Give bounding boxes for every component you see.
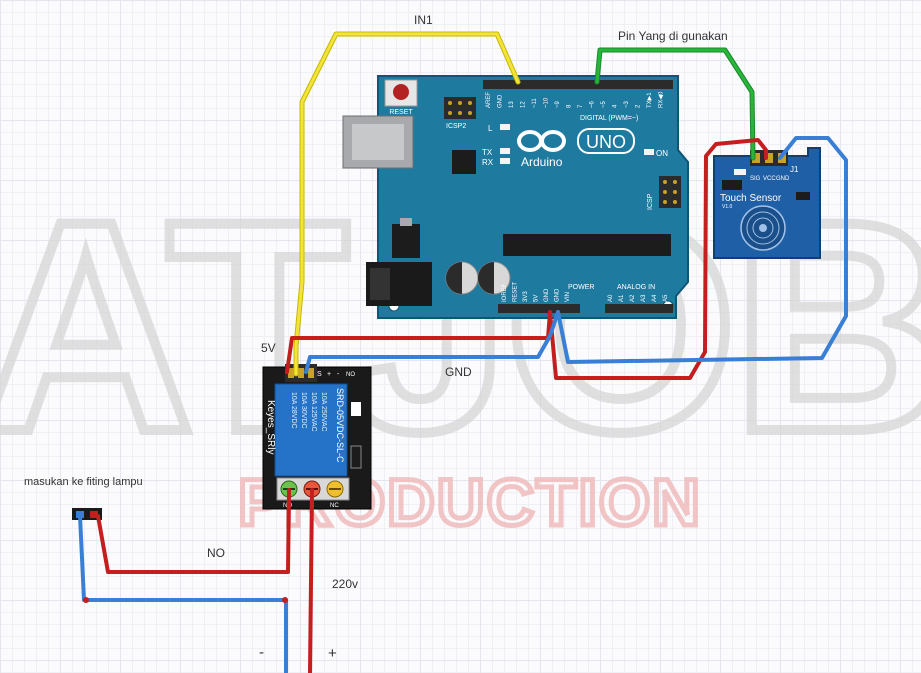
- digital-label: DIGITAL (PWM=~): [580, 115, 638, 122]
- touch-pad[interactable]: [740, 205, 786, 251]
- arduino-logo: Arduino UNO: [517, 128, 635, 169]
- digital-pin-label-0: AREF: [486, 92, 492, 108]
- sensor-version-label: V1.0: [722, 204, 733, 210]
- analog-pin-label-0: A0: [608, 294, 614, 302]
- digital-pin-label-15: RX◀0: [659, 91, 665, 108]
- label-5v: 5V: [261, 341, 276, 355]
- label-in1: IN1: [414, 13, 433, 27]
- digital-pin-label-1: GND: [498, 94, 504, 108]
- digital-pin-label-5: ~10: [544, 97, 550, 108]
- analog-pin-labels: A0 A1 A2 A3 A4 A5: [608, 294, 669, 302]
- relay-module[interactable]: SRD-05VDC-SL-C 10A 250VAC 10A 125VAC 10A…: [262, 364, 372, 510]
- label-pin-used: Pin Yang di gunakan: [618, 29, 728, 43]
- digital-pin-label-13: 2: [636, 104, 642, 108]
- relay-pin-s: S: [317, 371, 322, 378]
- power-pin-label-5: GND: [555, 288, 561, 302]
- relay-no-top: NO: [346, 372, 355, 378]
- wire-neutral-blue[interactable]: [78, 514, 288, 673]
- wire-5v-red[interactable]: [285, 310, 552, 374]
- digital-pin-labels: AREF GND 13 12 ~11 ~10 ~9 8 7 ~6 ~5 4 ~3 2 TX▶1 RX◀0: [486, 91, 665, 108]
- relay-spec-3: 10A 30VDC: [300, 392, 307, 429]
- analog-pin-label-4: A4: [652, 294, 658, 302]
- wire-vcc-red[interactable]: [548, 138, 768, 380]
- brand-label: Arduino: [521, 155, 563, 169]
- power-label: POWER: [568, 284, 594, 291]
- digital-pin-label-14: TX▶1: [647, 92, 653, 108]
- led-l-label: L: [488, 124, 493, 133]
- sensor-title: Touch Sensor: [720, 193, 782, 204]
- power-pin-label-1: RESET: [513, 282, 519, 302]
- on-label: ON: [656, 149, 668, 158]
- relay-terminal-nc: NC: [330, 503, 339, 509]
- digital-pin-label-12: ~3: [624, 100, 630, 108]
- led-tx-label: TX: [482, 148, 493, 157]
- digital-pin-label-7: 8: [567, 104, 573, 108]
- sensor-j1-label: J1: [790, 165, 799, 174]
- power-pin-label-3: 5V: [534, 295, 540, 302]
- icsp-label: ICSP: [647, 193, 654, 210]
- analog-label: ANALOG IN: [617, 284, 655, 291]
- relay-brand: Keyes_SRly: [265, 400, 276, 454]
- label-lamp: masukan ke fiting lampu: [24, 476, 143, 488]
- digital-pin-label-2: 13: [509, 101, 515, 108]
- power-pin-label-0: IOREF: [502, 283, 508, 302]
- touch-sensor-module[interactable]: SIG VCC GND J1 V1.0 Touch Sensor: [713, 147, 821, 259]
- digital-pin-label-10: ~5: [601, 100, 607, 108]
- digital-pin-label-9: ~6: [590, 100, 596, 108]
- relay-spec-1: 10A 250VAC: [320, 392, 327, 432]
- analog-header[interactable]: [605, 304, 673, 313]
- analog-pin-label-2: A2: [630, 294, 636, 302]
- power-pin-label-4: GND: [544, 288, 550, 302]
- wire-live-red[interactable]: [308, 488, 314, 673]
- digital-pin-label-3: 12: [521, 101, 527, 108]
- led-rx-label: RX: [482, 158, 494, 167]
- label-plus: +: [328, 645, 337, 662]
- relay-model: SRD-05VDC-SL-C: [335, 388, 345, 463]
- digital-pin-label-6: ~9: [555, 100, 561, 108]
- analog-pin-label-1: A1: [619, 294, 625, 302]
- digital-header[interactable]: [483, 80, 673, 89]
- sensor-pin-sig: SIG: [750, 176, 761, 182]
- relay-spec-4: 10A 28VDC: [290, 392, 297, 429]
- analog-pin-label-3: A3: [641, 294, 647, 302]
- power-pin-label-6: VIN: [565, 292, 571, 302]
- model-label: UNO: [586, 132, 626, 152]
- relay-pin-minus: -: [337, 371, 340, 378]
- analog-pin-label-5: A5: [663, 294, 669, 302]
- power-header[interactable]: [498, 304, 580, 313]
- power-pin-labels: IOREF RESET 3V3 5V GND GND VIN: [502, 282, 571, 302]
- relay-pin-plus: +: [327, 371, 331, 378]
- label-220v: 220v: [332, 577, 358, 591]
- digital-pin-label-4: ~11: [532, 98, 538, 108]
- digital-pin-label-11: 4: [613, 104, 619, 108]
- wire-gnd-sensor-blue[interactable]: [556, 136, 848, 364]
- reset-button[interactable]: RESET: [384, 79, 418, 116]
- relay-spec-2: 10A 125VAC: [310, 392, 317, 432]
- sensor-pin-vcc: VCC: [763, 176, 776, 182]
- wire-no-red[interactable]: [96, 488, 291, 574]
- icsp2-label: ICSP2: [446, 123, 466, 130]
- power-pin-label-2: 3V3: [523, 291, 529, 302]
- digital-pin-label-8: 7: [578, 104, 584, 108]
- reset-label: RESET: [389, 109, 413, 116]
- label-minus: -: [259, 644, 264, 661]
- label-gnd: GND: [445, 365, 472, 379]
- label-no: NO: [207, 546, 225, 560]
- wire-gnd-blue[interactable]: [304, 310, 560, 374]
- wires: [78, 31, 848, 673]
- sensor-pin-gnd: GND: [776, 176, 790, 182]
